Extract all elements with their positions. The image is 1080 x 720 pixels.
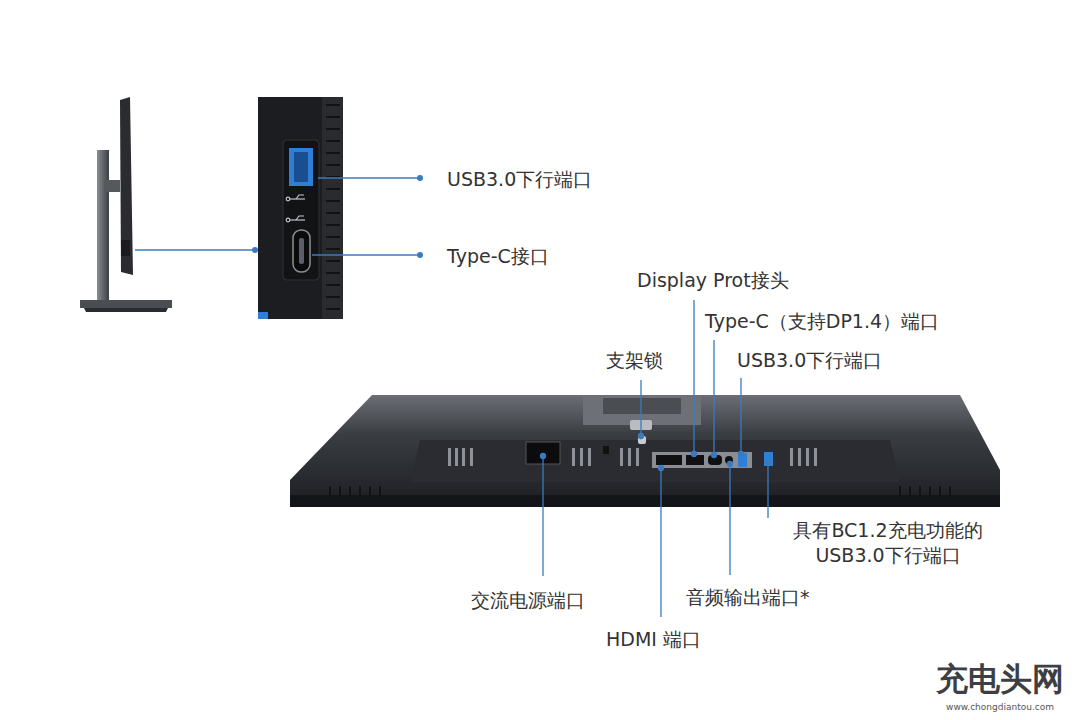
side-port-zoom (258, 97, 343, 319)
monitor-bottom-view (290, 395, 1000, 507)
port-label: Display Prot接头 (637, 268, 789, 293)
side-view (80, 97, 172, 312)
port-label: 交流电源端口 (471, 588, 585, 613)
port-label: HDMI 端口 (606, 627, 701, 652)
port-label: Type-C接口 (447, 244, 549, 269)
port-label: 具有BC1.2充电功能的 USB3.0下行端口 (766, 518, 1011, 567)
port-label: 音频输出端口* (686, 585, 810, 610)
port-label: USB3.0下行端口 (737, 348, 882, 373)
port-label: Type-C（支持DP1.4）端口 (705, 309, 939, 334)
watermark-url: www.chongdiantou.com (946, 702, 1054, 714)
port-label: 支架锁 (606, 348, 663, 373)
port-label: USB3.0下行端口 (447, 167, 592, 192)
watermark: 充电头网 (936, 659, 1064, 701)
